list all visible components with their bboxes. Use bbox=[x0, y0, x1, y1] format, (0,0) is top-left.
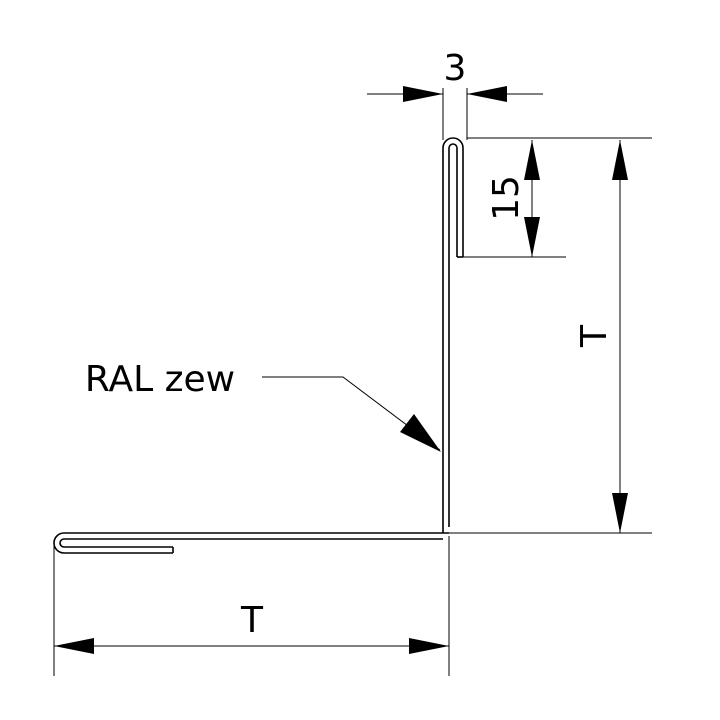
dim-hem-arrow-bottom bbox=[524, 217, 540, 257]
callout-arrowhead bbox=[400, 414, 441, 452]
dim-top-gap-arrow-right bbox=[467, 86, 507, 102]
dim-height-label: T bbox=[574, 324, 615, 348]
dimension-top-gap: 3 bbox=[367, 48, 543, 102]
angle-profile bbox=[53, 137, 464, 554]
extension-lines bbox=[53, 88, 652, 676]
vertical-leg-outer bbox=[442, 137, 464, 533]
dimension-hem-length: 15 bbox=[486, 140, 540, 257]
dimension-height: T bbox=[574, 140, 628, 533]
horizontal-leg-inner-line bbox=[59, 538, 443, 548]
dim-hem-label: 15 bbox=[486, 175, 527, 221]
vertical-leg-inner bbox=[448, 143, 458, 527]
dim-top-gap-label: 3 bbox=[444, 48, 467, 89]
dim-width-arrow-right bbox=[409, 638, 449, 654]
dim-height-arrow-bottom bbox=[612, 493, 628, 533]
ral-callout: RAL zew bbox=[85, 359, 441, 452]
dim-width-arrow-left bbox=[54, 638, 94, 654]
dim-width-label: T bbox=[240, 600, 264, 641]
dim-height-arrow-top bbox=[612, 140, 628, 180]
horizontal-leg-outer bbox=[53, 532, 449, 554]
dimension-width: T bbox=[54, 600, 449, 654]
callout-label: RAL zew bbox=[85, 359, 235, 400]
dim-top-gap-arrow-left bbox=[403, 86, 443, 102]
dim-hem-arrow-top bbox=[524, 140, 540, 180]
horizontal-leg-inner bbox=[64, 527, 443, 533]
callout-leader-line bbox=[262, 376, 441, 451]
